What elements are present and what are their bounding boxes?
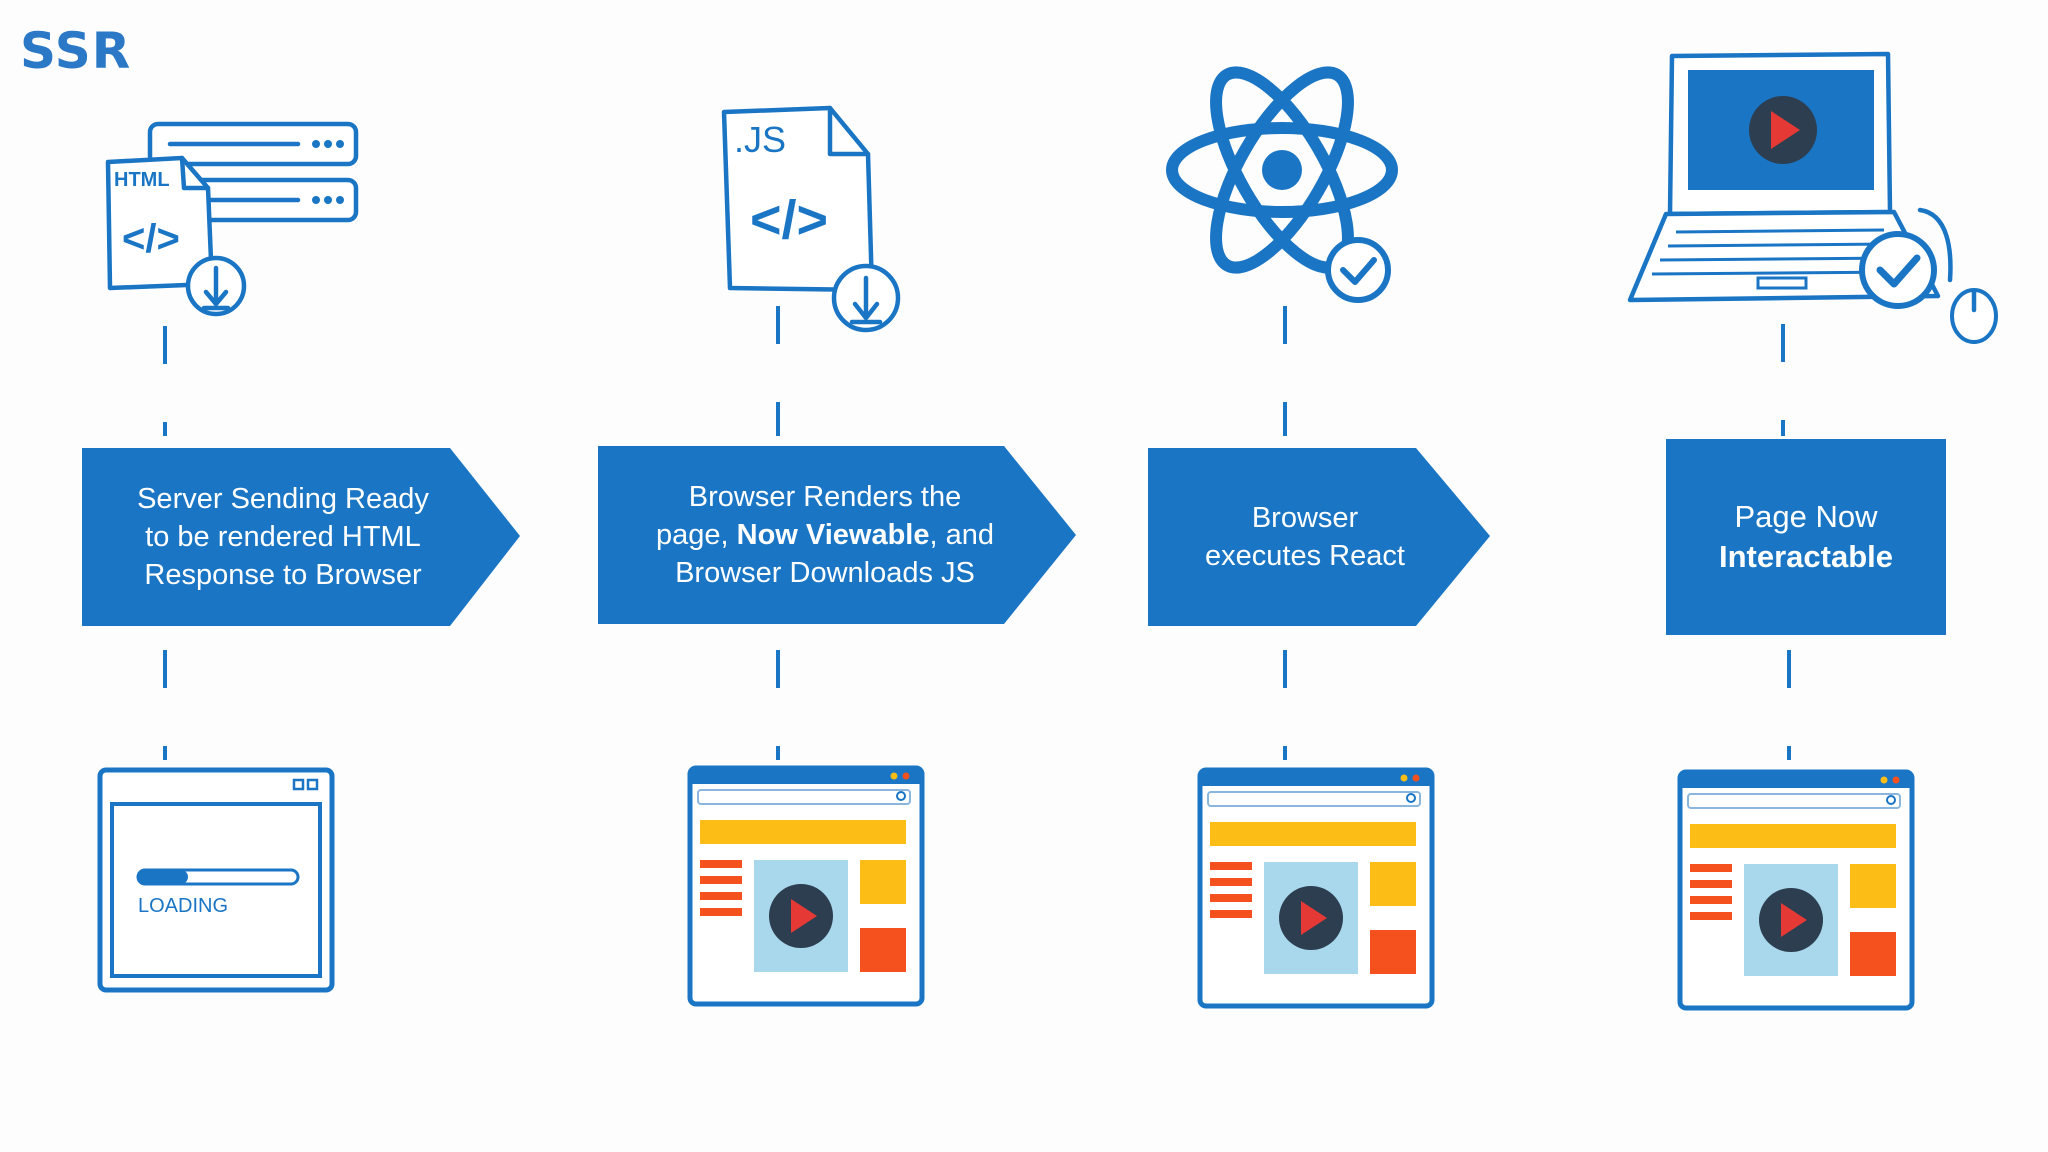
step-4-label: Page Now Interactable <box>1666 439 1946 635</box>
rendered-page-window-step-3 <box>1200 770 1432 1006</box>
step-1-line-3: Response to Browser <box>144 559 422 591</box>
step-2-line-1: Browser Renders the <box>688 481 962 513</box>
step-2-arrow <box>598 446 1076 624</box>
html-file-label: HTML <box>114 169 170 191</box>
rendered-page-window-step-4 <box>1680 772 1912 1008</box>
step-banners <box>82 439 1946 635</box>
laptop-check-icon <box>1627 51 1998 344</box>
step-3-label: Browser executes React <box>1160 460 1450 614</box>
html-server-download-icon: HTML </> <box>105 121 359 317</box>
step-3-line-1: Browser <box>1251 502 1359 534</box>
loading-browser-window-icon: LOADING <box>97 767 335 993</box>
code-glyph-html: </> <box>122 217 180 261</box>
step-2-label: Browser Renders the page, Now Viewable, … <box>610 458 1040 612</box>
connector-lines <box>163 306 1791 760</box>
code-glyph-js: </> <box>750 190 828 250</box>
step-2-line-2: page, Now Viewable, and <box>655 519 994 551</box>
step-4-line-1: Page Now <box>1734 499 1878 534</box>
page-title: SSR <box>20 22 132 80</box>
step-1-line-2: to be rendered HTML <box>145 521 421 553</box>
loading-label: LOADING <box>138 895 228 917</box>
js-file-label: .JS <box>734 119 786 160</box>
react-atom-check-icon <box>1166 66 1398 303</box>
rendered-page-window-step-2 <box>690 768 922 1004</box>
step-3-line-2: executes React <box>1205 540 1405 572</box>
step-2-line-3: Browser Downloads JS <box>675 557 975 589</box>
step-2-emphasis: Now Viewable <box>736 519 930 551</box>
step-4-emphasis: Interactable <box>1718 539 1893 574</box>
step-1-label: Server Sending Ready to be rendered HTML… <box>96 460 470 614</box>
step-3-arrow <box>1148 448 1490 626</box>
js-file-download-icon: .JS </> <box>721 105 901 333</box>
step-4-box <box>1666 439 1946 635</box>
step-1-line-1: Server Sending Ready <box>137 483 429 515</box>
step-1-arrow <box>82 448 520 626</box>
